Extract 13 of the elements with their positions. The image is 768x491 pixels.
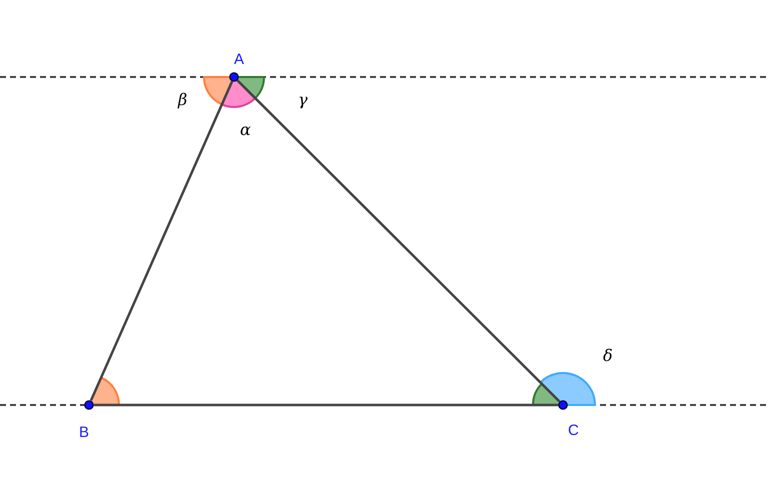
- angle-label: α: [240, 122, 251, 138]
- point-dot: [558, 400, 568, 410]
- point-dot: [229, 72, 239, 82]
- triangle-side: [94, 404, 558, 406]
- angle-label: γ: [298, 92, 308, 108]
- point-dot: [84, 400, 94, 410]
- point-label: C: [568, 423, 579, 438]
- triangle-side: [90, 81, 234, 401]
- triangle-side: [236, 80, 560, 402]
- point-label: A: [234, 52, 244, 67]
- angle-label: δ: [603, 348, 613, 364]
- point-label: B: [79, 425, 90, 440]
- angle-label: β: [178, 92, 188, 108]
